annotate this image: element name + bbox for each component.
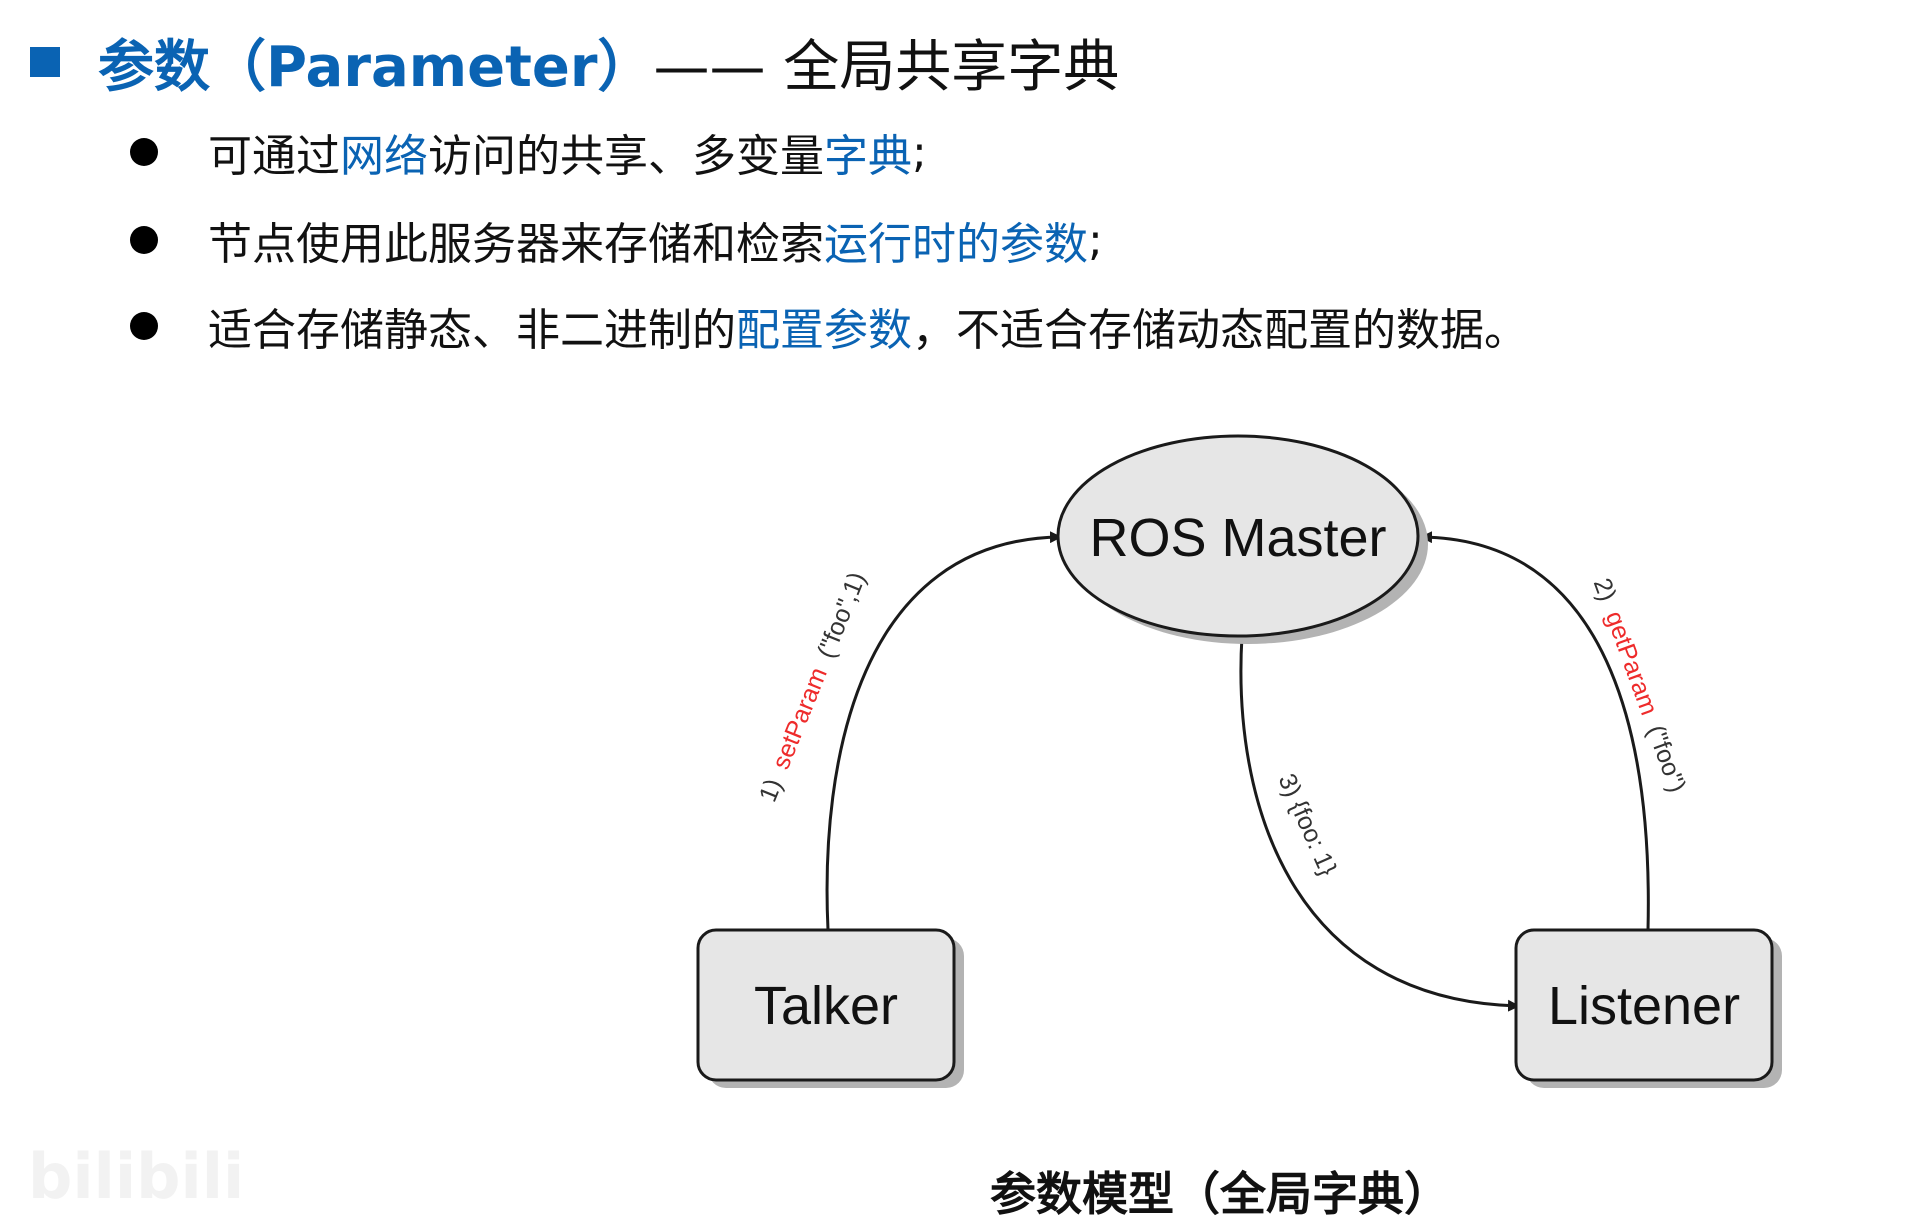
diagram-caption: 参数模型（全局字典） — [990, 1167, 1450, 1221]
node-talker: Talker — [696, 928, 964, 1088]
node-ros-master: ROS Master — [1056, 434, 1428, 644]
bullet-3-highlight: 配置参数 — [736, 305, 912, 356]
bilibili-watermark: bilibili — [28, 1140, 245, 1213]
node-ros-master-label: ROS Master — [1089, 508, 1386, 568]
bullet-1-highlight-b: 字典 — [824, 131, 912, 182]
title-highlight: 参数（Parameter） — [98, 34, 654, 100]
bullet-dot-icon — [130, 226, 158, 254]
bullet-dot-icon — [130, 138, 158, 166]
node-talker-label: Talker — [754, 976, 898, 1036]
title-rest: —— 全局共享字典 — [653, 34, 1120, 100]
node-shape — [1514, 928, 1774, 1082]
bullet-1-text-b: 访问的共享、多变量 — [428, 131, 824, 182]
bullet-list: 可通过网络访问的共享、多变量字典; 节点使用此服务器来存储和检索运行时的参数; … — [0, 0, 1908, 380]
node-listener: Listener — [1514, 928, 1782, 1088]
edge-get-param — [1420, 531, 1650, 931]
bullet-2-highlight: 运行时的参数 — [824, 219, 1088, 270]
bullet-item-1: 可通过网络访问的共享、多变量字典; — [130, 122, 927, 182]
bullet-item-2: 节点使用此服务器来存储和检索运行时的参数; — [130, 210, 1103, 270]
bullet-1-text-c: ; — [912, 126, 927, 178]
bullet-dot-icon — [130, 312, 158, 340]
edge-set-param — [825, 531, 1062, 931]
bullet-2-text-b: ; — [1088, 214, 1103, 266]
set-param-args: ("foo",1) — [812, 568, 872, 662]
get-param-step: 2) — [1588, 574, 1622, 604]
slide-title: 参数（Parameter） —— 全局共享字典 — [30, 22, 1119, 102]
bullet-1-text-a: 可通过 — [208, 131, 340, 182]
get-param-function: getParam — [1600, 608, 1663, 719]
bullet-3-text-a: 适合存储静态、非二进制的 — [208, 305, 736, 356]
title-square-icon — [30, 47, 60, 77]
bullet-1-highlight-a: 网络 — [340, 131, 428, 182]
edge-set-param-label: 1) setParam ("foo",1) — [754, 568, 872, 806]
get-param-args: ("foo") — [1641, 722, 1691, 797]
bullet-item-3: 适合存储静态、非二进制的配置参数，不适合存储动态配置的数据。 — [130, 296, 1528, 356]
node-shape — [1056, 434, 1420, 638]
node-listener-label: Listener — [1548, 976, 1740, 1036]
set-param-step: 1) — [754, 775, 788, 806]
edge-get-param-label: 2) getParam ("foo") — [1588, 574, 1692, 796]
edge-reply — [1239, 635, 1520, 1012]
bullet-2-text-a: 节点使用此服务器来存储和检索 — [208, 219, 824, 270]
node-shape — [696, 928, 956, 1082]
bullet-3-text-b: ，不适合存储动态配置的数据。 — [912, 305, 1528, 356]
set-param-function: setParam — [767, 664, 833, 774]
